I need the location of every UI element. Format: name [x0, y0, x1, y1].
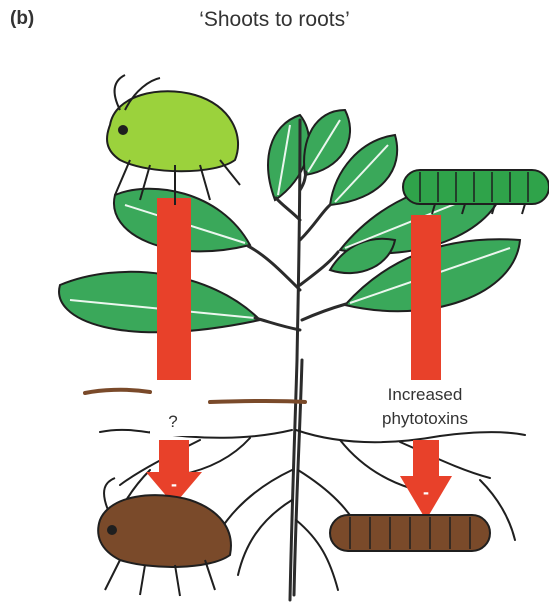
effect-label-line1: Increased	[345, 383, 505, 407]
minus-signs: - -	[171, 474, 429, 502]
root-aphid-icon	[98, 478, 231, 596]
effect-label-line2: phytotoxins	[345, 407, 505, 431]
root-larva-icon	[330, 515, 490, 551]
right-minus-sign: -	[423, 482, 429, 502]
left-arrow-lower-shaft	[159, 440, 189, 472]
leaf-right-small	[330, 239, 395, 273]
aphid-icon	[107, 75, 240, 205]
figure-title: ‘Shoots to roots’	[0, 8, 549, 32]
right-arrow-upper-shaft	[411, 215, 441, 380]
increased-phytotoxins-label: Increased phytotoxins	[345, 383, 505, 431]
unknown-effect-label: ?	[152, 412, 194, 432]
left-arrow-upper-shaft	[157, 198, 191, 380]
left-minus-sign: -	[171, 474, 177, 494]
right-arrow-lower-shaft	[413, 440, 439, 476]
